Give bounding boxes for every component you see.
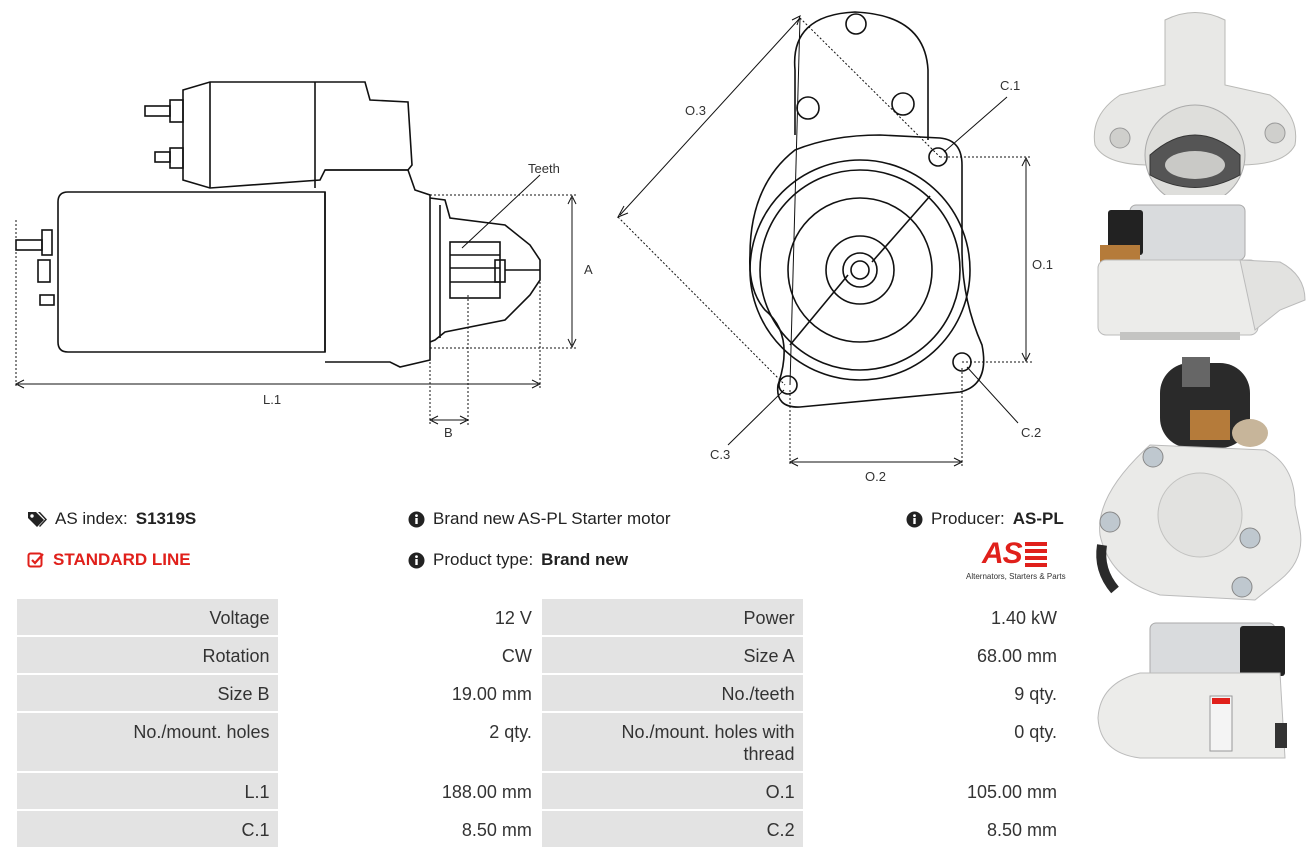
spec-value: 1.40 kW <box>804 599 1065 635</box>
spec-key: No./mount. holes <box>17 713 278 771</box>
product-photo-front[interactable] <box>1090 5 1310 195</box>
hole-c3-label: C.3 <box>710 447 731 462</box>
spec-key: Size A <box>541 637 803 673</box>
producer: Producer: AS-PL <box>906 509 1064 529</box>
as-index-label: AS index: <box>55 509 128 528</box>
spec-key: Voltage <box>17 599 278 635</box>
hole-c2-label: C.2 <box>1021 425 1042 440</box>
spec-value: 19.00 mm <box>279 675 540 711</box>
spec-key: L.1 <box>17 773 278 809</box>
producer-label: Producer: <box>931 509 1005 528</box>
dimension-b-label: B <box>444 425 453 440</box>
dimension-o1-label: O.1 <box>1032 257 1053 272</box>
spec-value: 0 qty. <box>804 713 1065 771</box>
spec-key: Size B <box>17 675 278 711</box>
spec-key: No./mount. holes with thread <box>541 713 803 771</box>
spec-key: O.1 <box>541 773 803 809</box>
table-row: C.1 8.50 mm C.2 8.50 mm <box>17 811 1065 847</box>
spec-value: 68.00 mm <box>804 637 1065 673</box>
spec-value: 8.50 mm <box>804 811 1065 847</box>
info-circle-icon <box>906 511 923 527</box>
spec-value: 188.00 mm <box>279 773 540 809</box>
standard-line-badge: STANDARD LINE <box>27 550 191 570</box>
info-circle-icon <box>408 552 425 568</box>
table-row: L.1 188.00 mm O.1 105.00 mm <box>17 773 1065 809</box>
as-index: AS index: S1319S <box>27 509 196 529</box>
spec-value: 12 V <box>279 599 540 635</box>
dimension-a-label: A <box>584 262 593 277</box>
logo-mark: AS <box>982 537 1023 570</box>
spec-key: Rotation <box>17 637 278 673</box>
table-row: Voltage 12 V Power 1.40 kW <box>17 599 1065 635</box>
product-photo-top[interactable] <box>1090 618 1310 763</box>
spec-key: C.1 <box>17 811 278 847</box>
check-square-icon <box>27 552 44 568</box>
table-row: No./mount. holes 2 qty. No./mount. holes… <box>17 713 1065 771</box>
product-type-label: Product type: <box>433 550 534 569</box>
front-view-drawing <box>616 11 1032 467</box>
spec-key: Power <box>541 599 803 635</box>
spec-value: 8.50 mm <box>279 811 540 847</box>
description-text: Brand new AS-PL Starter motor <box>433 509 671 528</box>
tags-icon <box>28 512 47 527</box>
product-photo-rear[interactable] <box>1090 355 1310 610</box>
spec-value: CW <box>279 637 540 673</box>
product-type-value: Brand new <box>541 550 629 569</box>
teeth-label: Teeth <box>528 161 560 176</box>
dimension-o3-label: O.3 <box>685 103 706 118</box>
logo-tagline: Alternators, Starters & Parts <box>966 572 1066 581</box>
dimension-o2-label: O.2 <box>865 469 886 484</box>
dimension-l1-label: L.1 <box>263 392 282 407</box>
product-type: Product type: Brand new <box>408 550 628 570</box>
spec-value: 105.00 mm <box>804 773 1065 809</box>
specifications-table: Voltage 12 V Power 1.40 kW Rotation CW S… <box>15 597 1067 849</box>
table-row: Size B 19.00 mm No./teeth 9 qty. <box>17 675 1065 711</box>
table-row: Rotation CW Size A 68.00 mm <box>17 637 1065 673</box>
hole-c1-label: C.1 <box>1000 78 1021 93</box>
product-description: Brand new AS-PL Starter motor <box>408 509 670 529</box>
standard-line-text: STANDARD LINE <box>53 550 191 569</box>
producer-logo: AS Alternators, Starters & Parts <box>962 538 1070 584</box>
producer-value: AS-PL <box>1012 509 1064 528</box>
info-circle-icon <box>408 511 425 527</box>
as-index-value: S1319S <box>135 509 197 528</box>
spec-key: C.2 <box>541 811 803 847</box>
spec-key: No./teeth <box>541 675 803 711</box>
side-view-drawing <box>14 81 578 425</box>
spec-value: 2 qty. <box>279 713 540 771</box>
spec-value: 9 qty. <box>804 675 1065 711</box>
product-photo-side[interactable] <box>1090 200 1310 345</box>
